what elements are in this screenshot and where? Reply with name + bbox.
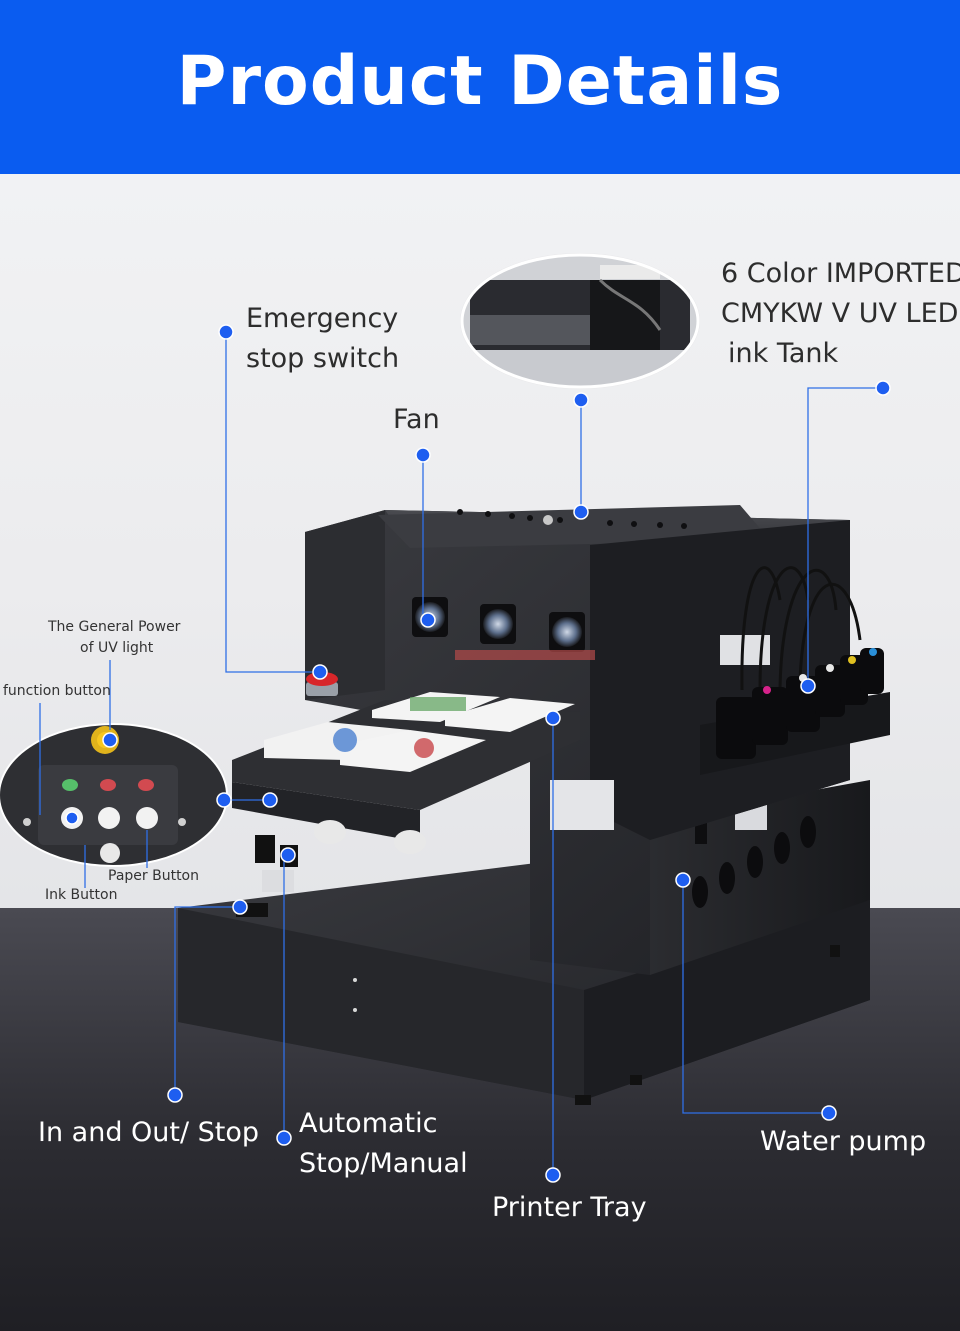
general-power-label: The General Power of UV light — [48, 617, 180, 659]
ink-tank-label-line3: ink Tank — [728, 338, 839, 369]
ink-button-label: Ink Button — [45, 887, 118, 903]
ink-tank-label-line1: 6 Color IMPORTED — [721, 258, 960, 289]
general-power-label-line1: The General Power — [48, 619, 181, 635]
paper-button-label: Paper Button — [108, 868, 199, 884]
function-button-label: function button — [3, 683, 111, 699]
ink-tank-label-line2: CMYKW V UV LED — [721, 298, 959, 329]
in-out-callout — [174, 906, 240, 1095]
automatic-label-line2: Stop/Manual — [299, 1148, 468, 1179]
printer-tray-label: Printer Tray — [492, 1192, 647, 1223]
fan-label: Fan — [393, 404, 440, 435]
head-carriage-inset — [460, 253, 700, 389]
emergency-stop-label: Emergency stop switch — [246, 299, 399, 379]
control-panel-inset — [0, 723, 228, 867]
emergency-stop-label-line1: Emergency — [246, 303, 399, 334]
automatic-label: Automatic Stop/Manual — [299, 1104, 468, 1184]
page-title: Product Details — [176, 42, 784, 121]
emergency-callout — [225, 332, 320, 673]
automatic-label-line1: Automatic — [299, 1108, 438, 1139]
water-pump-callout — [682, 880, 829, 1114]
in-out-stop-label: In and Out/ Stop — [38, 1117, 260, 1148]
printer-tray — [232, 692, 580, 917]
ink-tank-callout — [807, 387, 883, 686]
water-pump-label: Water pump — [760, 1126, 927, 1157]
header-banner: Product Details — [0, 0, 960, 174]
ink-tank-label: 6 Color IMPORTED CMYKW V UV LED ink Tank — [721, 254, 960, 374]
emergency-stop-label-line2: stop switch — [246, 343, 400, 374]
general-power-label-line2: of UV light — [80, 640, 154, 656]
callout-dots — [65, 324, 891, 1183]
pump-cabinet — [650, 780, 870, 975]
callout-lines — [39, 332, 883, 1175]
